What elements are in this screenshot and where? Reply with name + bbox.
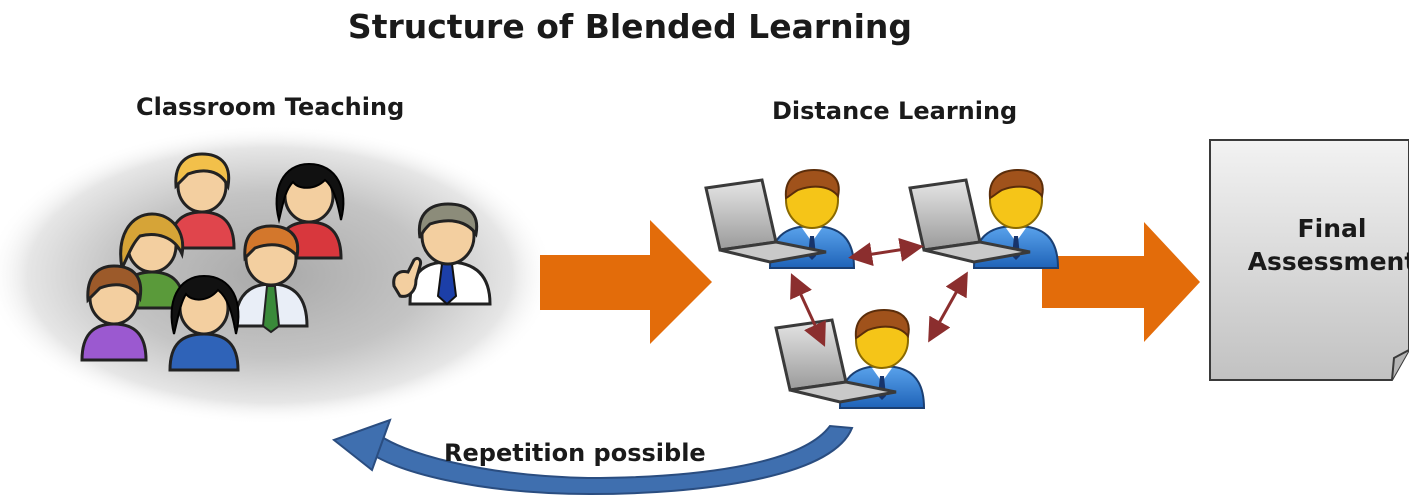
classroom-teaching-label: Classroom Teaching [136, 93, 405, 121]
link-arrow [928, 271, 968, 343]
flow-arrow-icon [1042, 222, 1200, 342]
repetition-label: Repetition possible [444, 439, 706, 467]
final-assessment-label: Final Assessment [1247, 214, 1409, 276]
link-arrow [848, 237, 924, 267]
loop-arrow-icon [331, 418, 854, 496]
laptop-user-icon [774, 308, 926, 410]
student-group-icon [80, 152, 345, 372]
teacher-icon [392, 202, 492, 306]
document-icon [1209, 139, 1409, 381]
flow-arrow-icon [540, 220, 712, 344]
diagram-title: Structure of Blended Learning [347, 7, 913, 46]
laptop-user-icon [704, 168, 856, 270]
laptop-user-icon [908, 168, 1060, 270]
link-arrow [790, 273, 826, 347]
distance-learning-label: Distance Learning [772, 97, 1018, 125]
